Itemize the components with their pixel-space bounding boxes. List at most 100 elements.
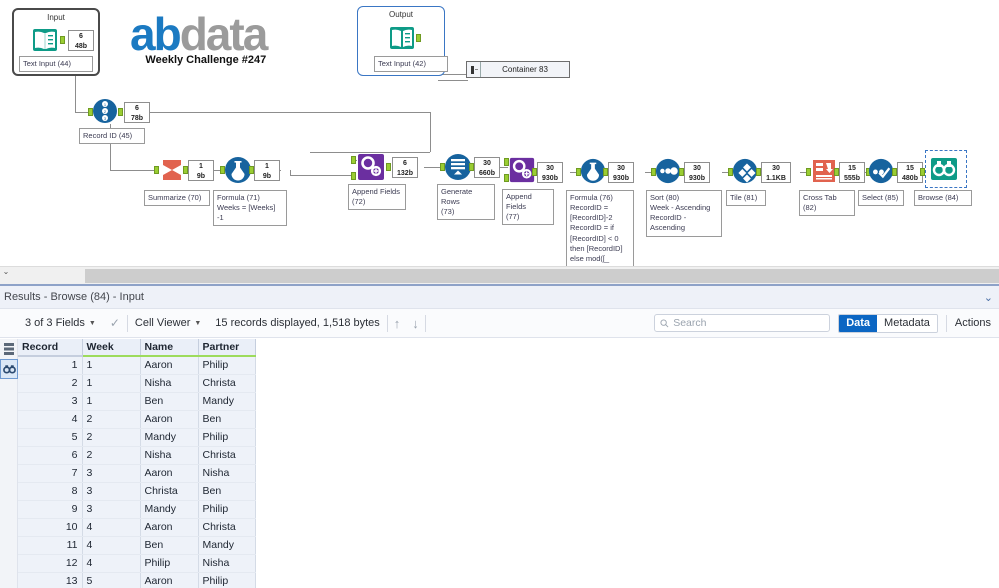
output-port[interactable] [183,166,188,174]
table-cell-name[interactable]: Aaron [140,518,199,537]
table-cell-partner[interactable]: Philip [198,356,256,375]
input-port[interactable] [440,163,445,171]
chevron-down-icon[interactable]: ⌄ [983,291,993,304]
canvas-horizontal-scrollbar[interactable]: ⌄ [0,266,999,284]
table-cell-name[interactable]: Ben [140,536,199,555]
table-cell-name[interactable]: Aaron [140,356,199,375]
input-port[interactable] [220,166,225,174]
table-cell-rec[interactable]: 1 [18,356,83,375]
table-cell-week[interactable]: 4 [82,536,141,555]
scrollbar-thumb[interactable] [85,269,999,283]
table-cell-partner[interactable]: Mandy [198,392,256,411]
tool-append-fields-72[interactable] [356,152,386,182]
output-port[interactable] [60,36,65,44]
table-cell-week[interactable]: 2 [82,410,141,429]
tool-sort-80[interactable] [655,158,685,188]
table-cell-week[interactable]: 2 [82,428,141,447]
table-cell-rec[interactable]: 10 [18,518,83,537]
fields-apply-check[interactable]: ✓ [103,316,127,330]
output-port[interactable] [756,168,761,176]
table-cell-rec[interactable]: 12 [18,554,83,573]
layers-icon[interactable] [0,339,18,359]
table-cell-partner[interactable]: Mandy [198,536,256,555]
column-header-partner[interactable]: Partner [198,339,256,357]
input-port[interactable] [920,168,925,176]
workflow-canvas[interactable]: abdata Weekly Challenge #247 Input [0,0,999,268]
table-cell-partner[interactable]: Ben [198,482,256,501]
table-cell-rec[interactable]: 4 [18,410,83,429]
data-metadata-toggle[interactable]: Data Metadata [838,313,938,333]
output-port[interactable] [469,163,474,171]
tool-browse-84[interactable] [929,155,959,185]
actions-button[interactable]: Actions [954,317,991,329]
chevron-down-icon[interactable]: ▼ [194,319,202,327]
table-cell-name[interactable]: Christa [140,482,199,501]
scroll-up-button[interactable]: ↑ [393,315,401,331]
output-port[interactable] [249,166,254,174]
table-cell-name[interactable]: Aaron [140,464,199,483]
column-header-week[interactable]: Week [82,339,141,357]
tool-generate-rows-73[interactable] [444,153,474,183]
tool-text-input-42[interactable] [387,23,417,53]
output-port[interactable] [892,168,897,176]
tool-text-input-44[interactable] [30,25,60,55]
table-cell-rec[interactable]: 5 [18,428,83,447]
output-port[interactable] [834,168,839,176]
collapsed-container-83[interactable]: Container 83 [466,61,570,78]
table-cell-name[interactable]: Mandy [140,500,199,519]
table-cell-week[interactable]: 5 [82,572,141,588]
tool-formula-76[interactable] [580,158,610,188]
output-port[interactable] [679,168,684,176]
tool-summarize-70[interactable] [158,156,188,186]
table-cell-rec[interactable]: 3 [18,392,83,411]
table-cell-partner[interactable]: Philip [198,428,256,447]
table-cell-rec[interactable]: 8 [18,482,83,501]
tab-data[interactable]: Data [839,314,878,332]
table-cell-week[interactable]: 3 [82,482,141,501]
scroll-down-button[interactable]: ↓ [412,315,419,331]
table-cell-week[interactable]: 4 [82,554,141,573]
browse-icon[interactable] [0,359,18,379]
table-cell-rec[interactable]: 9 [18,500,83,519]
table-cell-week[interactable]: 1 [82,392,141,411]
table-cell-partner[interactable]: Philip [198,500,256,519]
table-cell-name[interactable]: Aaron [140,410,199,429]
input-port[interactable] [504,174,509,182]
output-port[interactable] [416,34,421,42]
table-cell-week[interactable]: 1 [82,374,141,393]
table-cell-partner[interactable]: Nisha [198,464,256,483]
output-port[interactable] [532,168,537,176]
table-cell-name[interactable]: Ben [140,392,199,411]
table-cell-name[interactable]: Nisha [140,374,199,393]
table-cell-week[interactable]: 4 [82,518,141,537]
input-port[interactable] [88,108,93,116]
table-cell-rec[interactable]: 13 [18,572,83,588]
tab-metadata[interactable]: Metadata [877,314,937,332]
table-cell-name[interactable]: Philip [140,554,199,573]
table-cell-week[interactable]: 3 [82,500,141,519]
search-input[interactable]: Search [654,314,831,332]
output-port[interactable] [118,108,123,116]
column-header-name[interactable]: Name [140,339,199,357]
table-cell-week[interactable]: 2 [82,446,141,465]
input-port[interactable] [806,168,811,176]
table-cell-name[interactable]: Nisha [140,446,199,465]
table-cell-rec[interactable]: 6 [18,446,83,465]
table-cell-rec[interactable]: 7 [18,464,83,483]
input-port[interactable] [154,166,159,174]
output-port[interactable] [603,168,608,176]
tool-append-fields-77[interactable] [508,156,538,186]
table-cell-partner[interactable]: Ben [198,410,256,429]
input-port[interactable] [651,168,656,176]
